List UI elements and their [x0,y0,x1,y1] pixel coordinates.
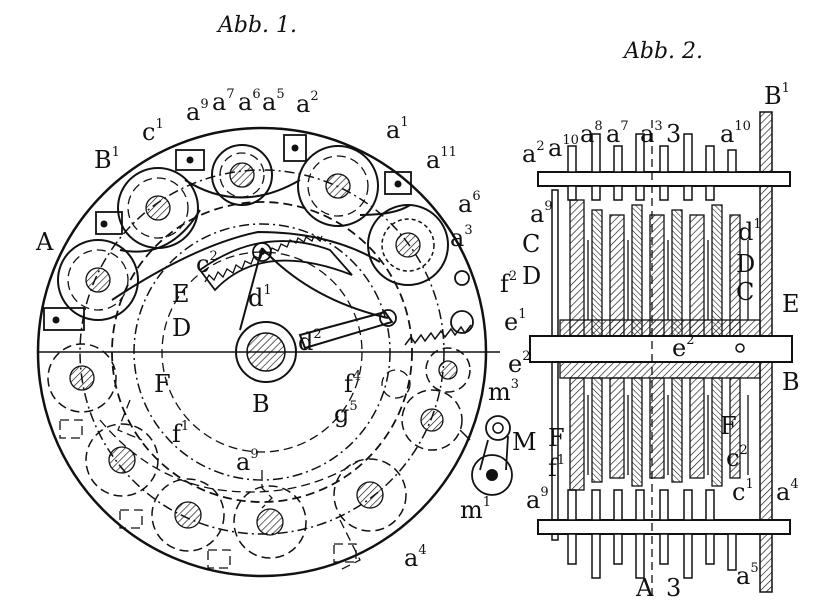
label-B: B [252,390,270,418]
upper-rollers [43,134,449,331]
label-r_a2: a2 [522,139,545,168]
label-a4: a4 [404,543,427,572]
label-r_a9b: a9 [526,485,549,514]
gear-f4 [381,369,411,399]
label-D: D [172,314,191,342]
spring [404,324,472,346]
lever-pivot [252,242,272,262]
bolt-right [450,310,474,334]
label-r_a7: a7 [606,119,629,148]
lower-rollers [47,343,471,571]
label-r_E: E [782,290,800,318]
link-pin [379,309,397,327]
label-r_B1: B1 [764,81,790,110]
bottom-shaft [537,519,791,535]
top-shaft [537,171,791,187]
label-E: E [172,280,190,308]
label-r_B: B [782,368,800,396]
label-r_f2: f2 [500,269,517,298]
label-C1: c1 [142,117,164,146]
frame-left [551,189,559,541]
label-r_F2: F [720,412,737,440]
label-r_d1: d1 [738,217,762,246]
top-pinions [567,133,737,201]
label-B1: B1 [94,145,120,174]
gear-sector [198,240,353,292]
hub-shaft [246,332,286,372]
label-m1: m1 [460,495,491,524]
label-r_c2: c2 [726,443,748,472]
label-r_a9: a9 [530,199,553,228]
figure-1-labels: A B1 c1 a9 a7 a6 a5 a2 a1 a11 a6 a3 c2 E… [35,87,481,572]
label-r_D2: D [736,250,755,278]
label-a5: a5 [262,87,285,116]
spring-pin [454,270,470,286]
lever-pivot-dot [259,249,265,255]
label-a3: a3 [450,223,473,252]
disc-stack-lower [559,361,761,491]
link-d2 [298,310,394,350]
label-r_a8: a8 [580,119,603,148]
ring-E [111,201,413,503]
label-f1: f1 [172,419,189,448]
label-r_3bot: 3 [666,574,681,602]
label-r_c1: c1 [732,477,754,506]
label-a9: a9 [186,97,209,126]
label-r_D: D [522,262,541,290]
figure-2-labels: a2 a10 a8 a7 a3 3 a10 B1 a9 C d1 D D f2 … [500,81,800,602]
label-r_a5: a5 [736,561,759,590]
label-r_3top: 3 [666,120,681,148]
label-r_e2b: e2 [508,349,530,378]
figure-2: Abb. 2. [500,39,800,602]
ring-D [133,223,391,481]
ring-outer-dashed [79,169,445,535]
label-r_C2: C [736,278,754,306]
figure-2-caption: Abb. 2. [622,39,703,64]
label-M: M [512,428,537,456]
label-r_e1: e1 [504,307,526,336]
figure-1: Abb. 1. [35,13,537,578]
lever-d1 [239,247,389,331]
label-a6b: a6 [458,189,481,218]
disc-stack-upper [559,199,761,337]
hub-ring [235,321,297,383]
label-a2: a2 [296,89,319,118]
label-a7: a7 [212,87,235,116]
main-shaft [529,335,793,363]
label-A: A [35,228,54,256]
label-F: F [154,370,171,398]
label-g5: g5 [334,399,358,428]
label-r_a10: a10 [548,133,579,162]
crank-M: m3 M m1 [459,377,537,524]
label-r_C: C [522,230,540,258]
label-a11: a11 [426,145,457,174]
label-r_a3: a3 [640,119,663,148]
label-a1: a1 [386,115,409,144]
label-r_e2: e2 [672,333,694,362]
label-m3: m3 [488,377,519,406]
bottom-pinions [567,489,737,579]
label-d1: d1 [248,283,272,312]
label-d2: d2 [298,327,322,356]
label-r_a10b: a10 [720,119,751,148]
label-r_F: F [548,424,565,452]
label-a6: a6 [238,87,261,116]
label-r_A: A [635,574,654,602]
label-r_f1: f1 [548,453,565,482]
label-a9b: a9 [236,447,259,476]
label-C2: c2 [196,249,218,278]
figure-1-caption: Abb. 1. [216,13,297,38]
label-r_a4: a4 [776,477,799,506]
label-f4: f4 [344,369,361,398]
